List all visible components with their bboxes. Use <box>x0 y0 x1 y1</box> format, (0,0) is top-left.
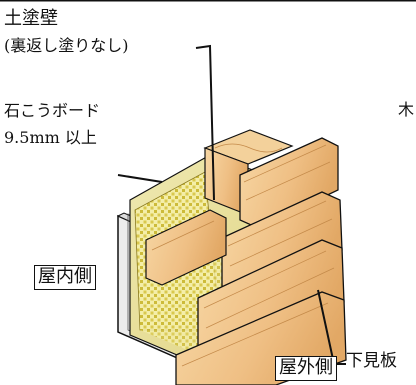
clay-wall-leader <box>195 44 215 201</box>
interior-side-label: 屋内側 <box>34 265 96 290</box>
exterior-side-label: 屋外側 <box>275 356 337 381</box>
wall-note-label: (裏返し塗りなし) <box>4 36 129 55</box>
board-spec-label: 9.5mm 以上 <box>4 128 97 147</box>
siding-boards <box>145 137 347 385</box>
board-name-label: 石こうボード <box>4 101 101 120</box>
siding-label: 下見板 <box>346 351 397 371</box>
wooden-post <box>203 129 294 216</box>
wall-title-label: 土塗壁 <box>4 8 58 29</box>
cut-off-label: 木 <box>398 100 415 119</box>
board-leader <box>117 174 163 183</box>
